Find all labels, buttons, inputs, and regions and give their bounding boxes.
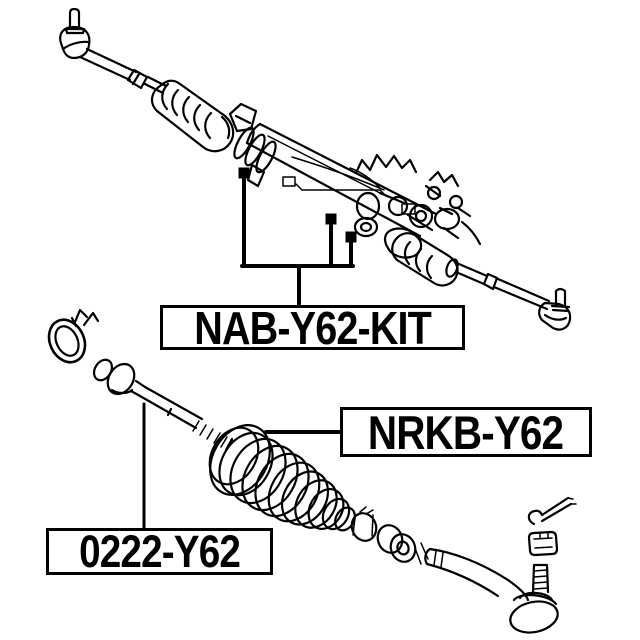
- kit-callout-lines: [238, 167, 357, 308]
- hydraulic-lines-drawing: [282, 156, 416, 215]
- boot-clamp-drawing: [47, 308, 100, 364]
- castle-nut-drawing: [527, 530, 559, 557]
- part-label-kit: NAB-Y62-KIT: [160, 301, 465, 354]
- steering-rack-assembly-drawing: [59, 7, 572, 331]
- ball-stud-drawing: [531, 563, 550, 595]
- right-rack-boot-drawing: [391, 232, 459, 287]
- part-number-text: NAB-Y62-KIT: [194, 301, 432, 354]
- left-tie-rod-end-drawing: [59, 7, 168, 95]
- part-number-text: NRKB-Y62: [368, 405, 564, 459]
- right-tie-rod-drawing: [454, 262, 572, 331]
- rack-tube-drawing: [245, 122, 438, 238]
- lock-nut-drawing: [350, 506, 378, 542]
- part-label-inner-tie-rod: 0222-Y62: [46, 528, 273, 575]
- left-rack-boot-drawing: [150, 79, 235, 153]
- cotter-pin-drawing: [527, 496, 577, 526]
- steering-boot-drawing: [208, 424, 356, 532]
- outer-tie-rod-exploded-drawing: [350, 496, 577, 634]
- inner-tie-rod-drawing: [92, 358, 234, 452]
- outer-tie-rod-body-drawing: [424, 547, 559, 634]
- part-label-rack-boot: NRKB-Y62: [340, 407, 592, 457]
- rack-mount-bracket-drawing: [228, 102, 277, 188]
- part-number-text: 0222-Y62: [79, 526, 241, 577]
- washer-nut-drawing: [376, 524, 429, 565]
- pinion-valve-housing-drawing: [353, 153, 482, 259]
